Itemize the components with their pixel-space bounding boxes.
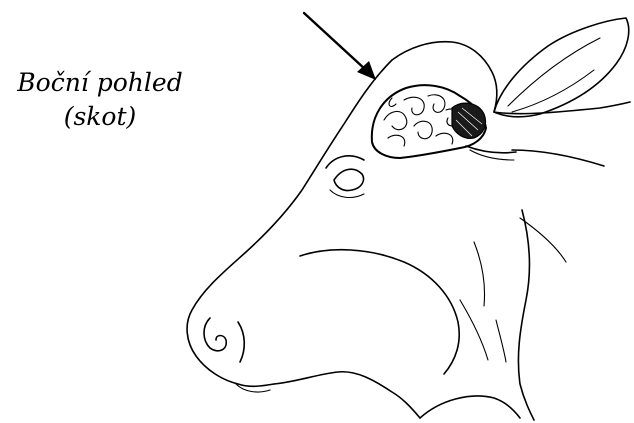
eye-icon (326, 156, 364, 198)
brain-icon (372, 85, 516, 160)
ear (494, 18, 629, 117)
arrow-icon (304, 13, 376, 80)
nostril-icon (204, 318, 270, 392)
